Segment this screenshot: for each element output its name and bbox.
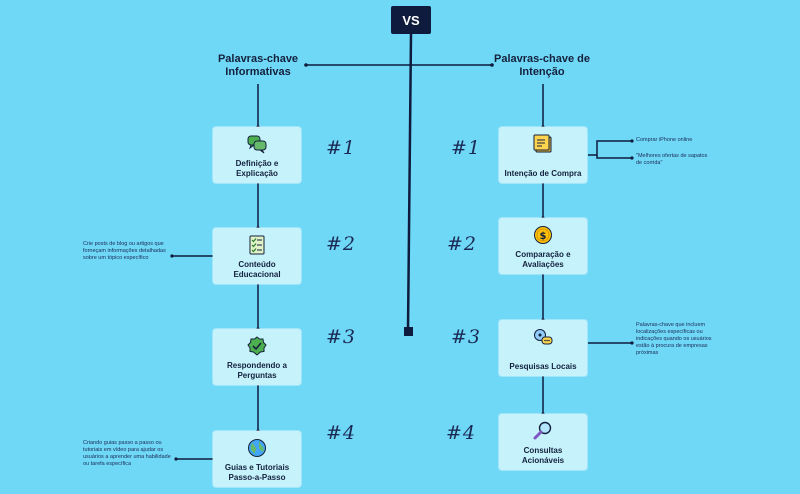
vs-badge: VS xyxy=(391,6,431,34)
rank-label: #4 xyxy=(326,422,357,444)
card-pesquisas-locais: Pesquisas Locais xyxy=(499,320,587,376)
card-label: Consultas Acionáveis xyxy=(521,446,565,465)
card-conteudo-educacional: Conteúdo Educacional xyxy=(213,228,301,284)
svg-text:$: $ xyxy=(540,231,547,242)
rank-label: #2 xyxy=(326,233,357,255)
note-guias-tutoriais: Criando guias passo a passo ou tutoriais… xyxy=(83,440,171,467)
dollar-coin-icon: $ xyxy=(534,226,552,244)
left-column-title: Palavras-chave Informativas xyxy=(217,53,299,78)
rank-label: #4 xyxy=(446,422,477,444)
magnifier-icon xyxy=(533,421,552,440)
rank-label: #2 xyxy=(447,233,478,255)
card-guias-tutoriais: Guias e Tutoriais Passo-a-Passo xyxy=(213,431,301,487)
speech-bubbles-icon xyxy=(247,135,267,154)
right-column-title: Palavras-chave de Intenção xyxy=(493,53,590,78)
check-badge-icon xyxy=(247,336,267,356)
card-consultas-acionaveis: Consultas Acionáveis xyxy=(499,414,587,470)
card-label: Guias e Tutoriais Passo-a-Passo xyxy=(224,463,290,482)
location-chat-icon xyxy=(534,329,553,345)
rank-label: #3 xyxy=(451,326,482,348)
card-label: Pesquisas Locais xyxy=(509,362,577,371)
card-label: Respondendo a Perguntas xyxy=(226,361,287,380)
card-label: Conteúdo Educacional xyxy=(233,260,281,279)
globe-icon xyxy=(248,439,266,457)
note-compra-exemplo-1: Comprar iPhone online xyxy=(636,137,693,143)
note-conteudo-educacional: Crie posts de blog ou artigos que forneç… xyxy=(83,241,166,261)
note-pesquisas-locais: Palavras-chave que incluem localizações … xyxy=(636,322,712,356)
card-intencao-compra: Intenção de Compra xyxy=(499,127,587,183)
card-definicao-explicacao: Definição e Explicação xyxy=(213,127,301,183)
card-comparacao-avaliacoes: $ Comparação e Avaliações xyxy=(499,218,587,274)
card-label: Definição e Explicação xyxy=(235,159,279,178)
rank-label: #1 xyxy=(451,137,482,159)
rank-label: #3 xyxy=(326,326,357,348)
card-label: Intenção de Compra xyxy=(504,169,582,178)
rank-label: #1 xyxy=(326,137,357,159)
document-checklist-icon xyxy=(249,235,265,255)
card-label: Comparação e Avaliações xyxy=(515,250,571,269)
note-pad-icon xyxy=(533,134,552,153)
card-respondendo-perguntas: Respondendo a Perguntas xyxy=(213,329,301,385)
note-compra-exemplo-2: "Melhores ofertas de sapatos de corrida" xyxy=(636,153,708,166)
